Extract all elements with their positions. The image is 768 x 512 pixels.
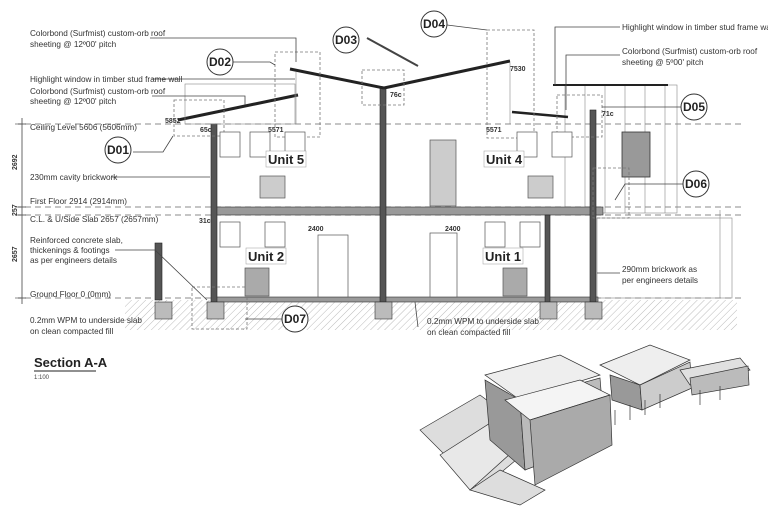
note-mid-wpm-2: on clean compacted fill xyxy=(427,328,510,337)
level-7530: 7530 xyxy=(510,66,526,73)
detail-tag-d05[interactable]: D05 xyxy=(680,93,708,121)
note-mid-wpm-1: 0.2mm WPM to underside slab xyxy=(427,317,539,326)
door-height-a: 2400 xyxy=(308,226,324,233)
dim-floor: 257 xyxy=(12,204,19,216)
note-roof-lower-pitch: sheeting @ 12º00' pitch xyxy=(30,97,117,106)
detail-tag-d06-text: D06 xyxy=(685,177,707,191)
detail-tag-d02[interactable]: D02 xyxy=(206,48,234,76)
note-slab-3: as per engineers details xyxy=(30,256,117,265)
dimension-ticks xyxy=(18,123,26,299)
3d-render xyxy=(419,344,751,506)
level-5852: 5852 xyxy=(165,118,181,125)
detail-tag-d03[interactable]: D03 xyxy=(332,26,360,54)
note-right-brick-1: 290mm brickwork as xyxy=(622,265,697,274)
first-floor-slab xyxy=(212,206,604,216)
unit-labels: Unit 5 Unit 4 Unit 2 Unit 1 xyxy=(245,150,525,265)
mark-65c: 65c xyxy=(200,127,212,134)
note-first-floor: First Floor 2914 (2914mm) xyxy=(30,197,127,206)
detail-tag-d05-text: D05 xyxy=(683,100,705,114)
note-right-roof-pitch: sheeting @ 5º00' pitch xyxy=(622,58,704,67)
note-ground-floor: Ground Floor 0 (0mm) xyxy=(30,290,111,299)
dim-upper: 2692 xyxy=(12,154,19,170)
ground-hatch xyxy=(125,300,737,330)
detail-tag-d01-text: D01 xyxy=(107,143,129,157)
note-roof-upper: Colorbond (Surfmist) custom-orb roof xyxy=(30,29,166,38)
dim-lower: 2657 xyxy=(12,246,19,262)
level-5571-a: 5571 xyxy=(268,127,284,134)
level-5571-b: 5571 xyxy=(486,127,502,134)
door-height-b: 2400 xyxy=(445,226,461,233)
unit-1-label: Unit 1 xyxy=(485,249,521,264)
ground-slab xyxy=(212,296,599,303)
unit-2-label: Unit 2 xyxy=(248,249,284,264)
centre-wall xyxy=(379,87,387,303)
note-roof-upper-pitch: sheeting @ 12º00' pitch xyxy=(30,40,117,49)
fence-pier xyxy=(154,242,163,301)
note-right-brick-2: per engineers details xyxy=(622,276,698,285)
right-wall xyxy=(589,109,597,303)
detail-tag-d07[interactable]: D07 xyxy=(281,305,309,333)
note-slab-2: thickenings & footings xyxy=(30,246,110,255)
note-cavity-brickwork: 230mm cavity brickwork xyxy=(30,173,118,182)
note-slab-1: Reinforced concrete slab, xyxy=(30,236,123,245)
note-ceiling-level: Ceiling Level 5606 (5606mm) xyxy=(30,123,137,132)
note-wpm-1: 0.2mm WPM to underside slab xyxy=(30,316,142,325)
note-right-roof: Colorbond (Surfmist) custom-orb roof xyxy=(622,47,758,56)
unit-4-label: Unit 4 xyxy=(486,152,523,167)
note-cl-slab: C.L. & U/Side Slab 2657 (2657mm) xyxy=(30,215,159,224)
right-building xyxy=(564,84,733,299)
note-wpm-2: on clean compacted fill xyxy=(30,327,113,336)
footings xyxy=(154,301,603,320)
detail-tag-d07-text: D07 xyxy=(284,312,306,326)
interior-fittings xyxy=(219,131,573,298)
detail-tag-d04-text: D04 xyxy=(423,17,445,31)
section-scale: 1:100 xyxy=(34,375,50,381)
mark-76c: 76c xyxy=(390,92,402,99)
roof xyxy=(177,37,668,125)
internal-wall xyxy=(544,214,551,303)
unit-5-label: Unit 5 xyxy=(268,152,304,167)
note-right-highlight: Highlight window in timber stud frame wa… xyxy=(622,23,768,32)
detail-tag-d01[interactable]: D01 xyxy=(104,136,132,164)
detail-boxes xyxy=(173,29,630,330)
section-title: Section A-A xyxy=(34,355,108,370)
mark-31c: 31c xyxy=(199,218,211,225)
note-roof-lower: Colorbond (Surfmist) custom-orb roof xyxy=(30,87,166,96)
detail-tag-d04[interactable]: D04 xyxy=(420,10,448,38)
detail-tag-d02-text: D02 xyxy=(209,55,231,69)
note-highlight-window: Highlight window in timber stud frame wa… xyxy=(30,75,183,84)
detail-tag-d03-text: D03 xyxy=(335,33,357,47)
left-wall xyxy=(210,123,218,303)
detail-tag-d06[interactable]: D06 xyxy=(682,170,710,198)
leader-lines xyxy=(112,24,683,328)
mark-71c: 71c xyxy=(602,111,614,118)
